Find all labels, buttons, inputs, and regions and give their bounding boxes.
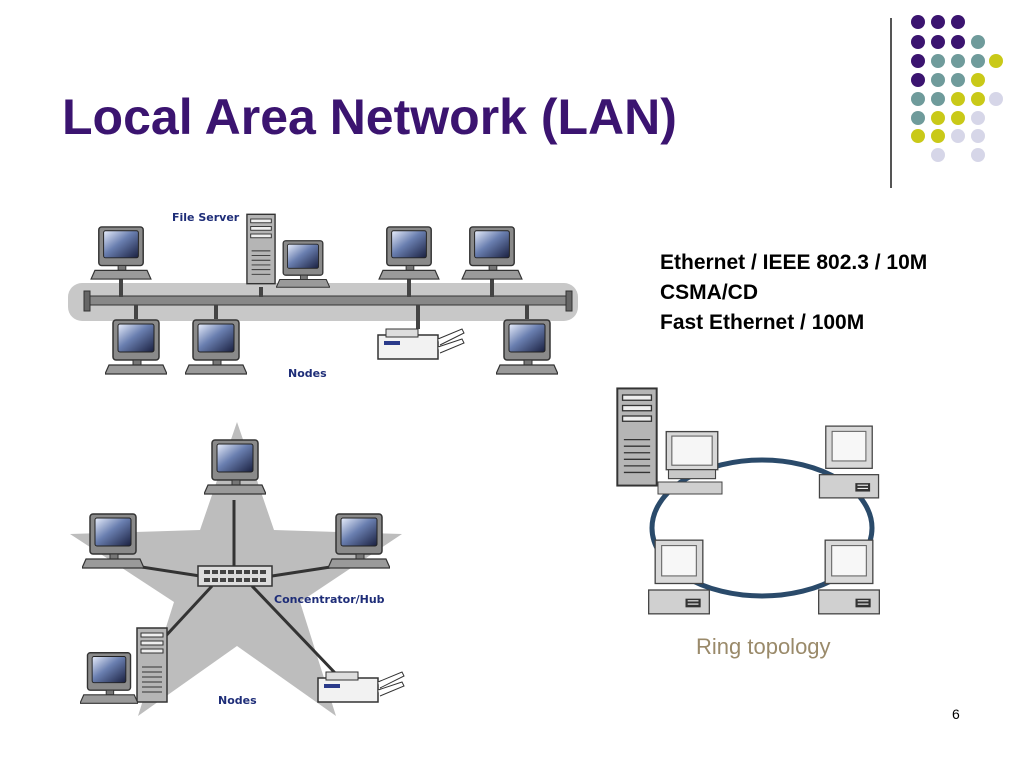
star-node-pc-left xyxy=(82,513,144,569)
bus-node-pc-2 xyxy=(378,226,440,280)
file-server-label: File Server xyxy=(172,211,240,224)
bus-backbone xyxy=(87,295,569,306)
dot-row-2 xyxy=(911,35,985,49)
title-divider-line xyxy=(890,18,892,188)
dot-row-3 xyxy=(911,54,1003,68)
file-server-tower xyxy=(246,213,276,285)
info-line-fast-ethernet: Fast Ethernet / 100M xyxy=(660,311,865,334)
ring-node-pc-top-right xyxy=(818,425,880,499)
star-topology-diagram: Concentrator/Hub Nodes xyxy=(70,422,405,716)
ring-node-pc-bottom-left xyxy=(647,539,711,615)
dot-row-8 xyxy=(931,148,985,162)
ring-topology-caption: Ring topology xyxy=(696,634,831,659)
ring-server-tower xyxy=(616,387,658,487)
bus-nodes-label: Nodes xyxy=(288,367,327,380)
ring-node-pc-bottom-right xyxy=(817,539,881,615)
network-info: Ethernet / IEEE 802.3 / 10M CSMA/CD Fast… xyxy=(660,248,927,338)
star-links xyxy=(121,500,351,677)
ring-cable xyxy=(649,457,875,599)
dot-row-1 xyxy=(911,15,965,29)
bus-node-pc-4 xyxy=(105,319,167,375)
ring-topology-diagram: Ring topology xyxy=(616,387,881,659)
bus-node-pc-3 xyxy=(461,226,523,280)
dot-row-7 xyxy=(911,129,985,143)
file-server-monitor xyxy=(276,240,330,288)
dot-row-5 xyxy=(911,92,1003,106)
decorative-dot-grid xyxy=(911,15,1003,162)
bus-printer xyxy=(377,328,465,360)
dot-row-4 xyxy=(911,73,985,87)
ring-server-monitor xyxy=(665,430,719,480)
star-server-tower xyxy=(136,627,168,703)
page-title: Local Area Network (LAN) xyxy=(62,89,677,145)
dot-row-6 xyxy=(911,111,985,125)
star-node-pc-right xyxy=(328,513,390,569)
bus-node-pc-6 xyxy=(496,319,558,375)
info-line-csma: CSMA/CD xyxy=(660,281,758,304)
bus-node-pc-5 xyxy=(185,319,247,375)
page-number: 6 xyxy=(952,706,960,722)
bus-topology-diagram: File Server Nodes xyxy=(68,211,578,380)
bus-node-pc-1 xyxy=(90,226,152,280)
star-node-pc-top xyxy=(204,439,266,495)
star-server-monitor xyxy=(80,652,138,704)
info-line-ethernet: Ethernet / IEEE 802.3 / 10M xyxy=(660,251,928,274)
star-printer xyxy=(317,671,405,703)
star-nodes-label: Nodes xyxy=(218,694,257,707)
concentrator-hub xyxy=(197,565,273,587)
ring-server-keyboard xyxy=(657,481,723,495)
hub-label: Concentrator/Hub xyxy=(274,593,385,606)
